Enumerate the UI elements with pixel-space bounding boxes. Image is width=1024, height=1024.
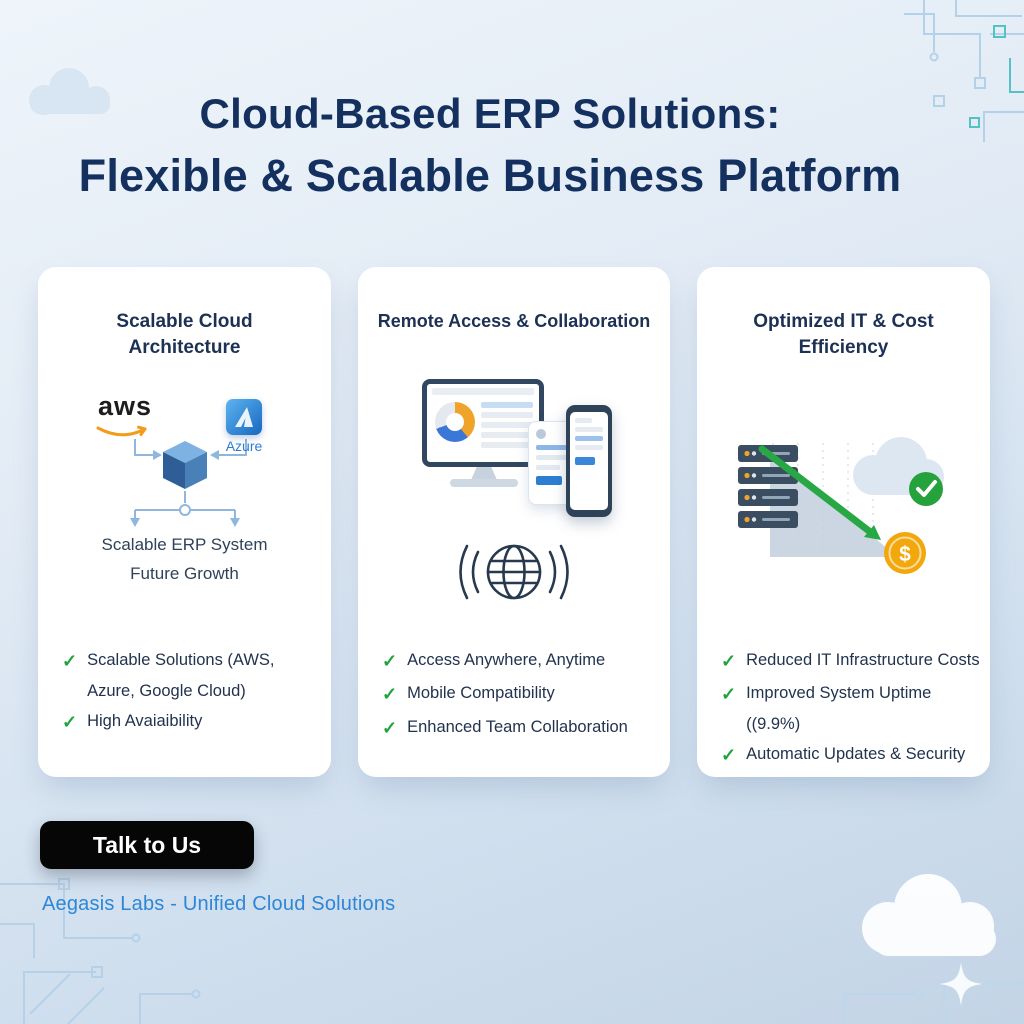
azure-label: Azure: [225, 438, 263, 454]
list-item-text: Access Anywhere, Anytime: [407, 651, 606, 669]
diagram-caption: Scalable ERP System Future Growth: [38, 535, 331, 584]
card-heading: Optimized IT & Cost Efficiency: [753, 311, 934, 358]
donut-chart-icon: [435, 402, 475, 442]
list-item: ✓ Enhanced Team Collaboration: [382, 712, 660, 745]
list-item: ✓ Automatic Updates & Security: [721, 739, 980, 772]
check-icon: ✓: [721, 745, 737, 766]
aws-smile-icon: [96, 425, 147, 437]
monitor-icon: [422, 379, 544, 467]
cloud-check-icon: [852, 437, 944, 506]
circuit-decoration-bottom-left: [0, 878, 201, 1024]
phone-button-shape: [575, 457, 596, 465]
check-icon: ✓: [382, 684, 398, 705]
svg-text:$: $: [899, 543, 911, 566]
circuit-decoration-bottom-right: [843, 983, 1024, 1024]
cube-diagram-icon: [129, 439, 247, 527]
monitor-toolbar: [432, 388, 534, 395]
remote-access-illustration: [358, 363, 670, 623]
list-item: ✓ High Avaiaibility: [62, 706, 321, 739]
feature-list: ✓ Access Anywhere, Anytime ✓ Mobile Comp…: [358, 645, 670, 745]
monitor-base: [450, 479, 518, 487]
check-icon: ✓: [382, 651, 398, 671]
cards-row: Scalable Cloud Architecture: [38, 267, 990, 777]
list-item-text: Improved System Uptime ((9.9%): [746, 684, 932, 733]
list-item-text: Reduced IT Infrastructure Costs: [746, 651, 980, 669]
azure-logo-icon: [226, 399, 262, 435]
monitor-stand: [471, 467, 497, 480]
cost-decline-arrow-icon: [758, 445, 881, 540]
check-icon: ✓: [721, 651, 737, 671]
check-icon: ✓: [62, 651, 78, 671]
cloud-decoration-bottom-right: [862, 874, 996, 956]
table-rows-icon: [481, 402, 533, 452]
title-line-2: Flexible & Scalable Business Platform: [78, 150, 902, 201]
aws-logo: aws: [98, 391, 153, 421]
check-icon: ✓: [721, 684, 737, 705]
card-heading: Remote Access & Collaboration: [377, 311, 651, 331]
list-item-text: Scalable Solutions (AWS, Azure, Google C…: [87, 651, 275, 700]
list-item-text: Automatic Updates & Security: [746, 745, 966, 764]
card-button-shape: [536, 476, 562, 485]
title-line-1: Cloud-Based ERP Solutions:: [199, 90, 781, 137]
cost-efficiency-icon: $: [737, 437, 944, 574]
list-item: ✓ Improved System Uptime ((9.9%): [721, 678, 980, 739]
list-item: ✓ Scalable Solutions (AWS, Azure, Google…: [62, 645, 321, 706]
feature-list: ✓ Reduced IT Infrastructure Costs ✓ Impr…: [697, 645, 990, 773]
card-optimized-it-cost-efficiency: Optimized IT & Cost Efficiency: [697, 267, 990, 777]
brand-line: Aegasis Labs - Unified Cloud Solutions: [42, 893, 396, 915]
list-item: ✓ Mobile Compatibility: [382, 678, 660, 711]
list-item: ✓ Reduced IT Infrastructure Costs: [721, 645, 980, 678]
list-item-text: Enhanced Team Collaboration: [407, 717, 628, 736]
cost-efficiency-illustration: $: [697, 363, 990, 623]
list-item-text: Mobile Compatibility: [407, 684, 555, 703]
globe-signal-icon: [459, 544, 569, 600]
sparkle-icon: [939, 962, 983, 1006]
card-heading: Scalable Cloud Architecture: [116, 311, 253, 358]
feature-list: ✓ Scalable Solutions (AWS, Azure, Google…: [38, 645, 331, 739]
card-remote-access-collaboration: Remote Access & Collaboration: [358, 267, 670, 777]
phone-icon: [566, 405, 612, 517]
page-title: Cloud-Based ERP Solutions: Flexible & Sc…: [0, 90, 980, 202]
talk-to-us-button[interactable]: Talk to Us: [40, 821, 254, 869]
caption-line-2: Future Growth: [130, 564, 239, 583]
check-icon: ✓: [382, 717, 398, 738]
list-item: ✓ Access Anywhere, Anytime: [382, 645, 660, 678]
card-scalable-cloud-architecture: Scalable Cloud Architecture: [38, 267, 331, 777]
check-icon: ✓: [62, 712, 78, 733]
caption-line-1: Scalable ERP System: [101, 535, 268, 554]
dollar-coin-icon: $: [883, 532, 926, 574]
list-item-text: High Avaiaibility: [87, 712, 203, 731]
cloud-architecture-illustration: aws Azure Scalable ERP System Future Gro…: [38, 363, 331, 623]
